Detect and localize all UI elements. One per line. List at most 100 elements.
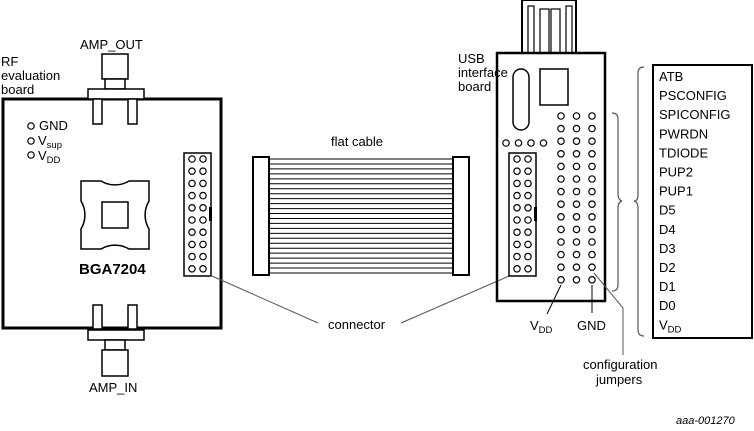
usb-interface-board bbox=[495, 51, 607, 303]
jumper-pin bbox=[588, 124, 596, 133]
jumper-pin bbox=[572, 200, 581, 209]
flat-cable-label: flat cable bbox=[331, 134, 383, 149]
jumper-function-item: D0 bbox=[659, 298, 676, 313]
header-pin bbox=[513, 240, 521, 249]
rf-power-pins: GND Vsup VDD bbox=[27, 118, 68, 166]
usb-plug-icon bbox=[521, 0, 577, 54]
usb-board-label-line3: board bbox=[458, 79, 491, 94]
connector-label: connector bbox=[328, 317, 386, 332]
jumper-pin bbox=[572, 112, 581, 120]
usb-header-key bbox=[534, 207, 537, 221]
rf-board-label-line3: board bbox=[1, 82, 34, 97]
connector-leader-left bbox=[211, 275, 319, 324]
jumper-pin bbox=[572, 263, 581, 272]
header-pin bbox=[188, 240, 196, 249]
header-pin bbox=[524, 155, 532, 163]
usb-top-pins bbox=[502, 139, 548, 147]
jumper-function-item: D3 bbox=[659, 241, 676, 256]
jumper-pin bbox=[588, 263, 596, 272]
rf-pin-label: VDD bbox=[38, 148, 61, 166]
jumper-pin bbox=[588, 250, 596, 259]
jumper-pin bbox=[572, 175, 581, 183]
jumper-pin bbox=[588, 213, 596, 221]
jumper-pin bbox=[588, 112, 596, 120]
header-pin bbox=[513, 155, 521, 163]
cable-right-plug bbox=[452, 156, 470, 276]
jumper-pin bbox=[572, 213, 581, 221]
flat-cable-wires bbox=[269, 158, 453, 274]
jumper-grid-brace bbox=[611, 112, 623, 292]
jumper-pin bbox=[572, 275, 581, 284]
usb-board-label-line2: interface bbox=[458, 65, 508, 80]
rf-header-pins bbox=[188, 155, 207, 273]
chip-package-icon bbox=[80, 180, 150, 250]
jumper-function-item: PUP2 bbox=[659, 165, 693, 180]
header-pin bbox=[188, 167, 196, 176]
jumper-pin bbox=[588, 162, 596, 171]
jumper-pin bbox=[572, 250, 581, 259]
jumper-pin bbox=[557, 250, 565, 259]
jumper-pin bbox=[588, 200, 596, 209]
jumper-function-item: SPICONFIG bbox=[659, 107, 731, 122]
jumper-pin bbox=[572, 187, 581, 196]
jumper-function-item: D4 bbox=[659, 222, 676, 237]
header-pin bbox=[513, 179, 521, 188]
header-pin bbox=[513, 167, 521, 176]
header-pin bbox=[513, 216, 521, 224]
board-pin bbox=[527, 139, 535, 147]
usb-gnd-label: GND bbox=[577, 318, 606, 333]
usb-board-label: USB interface board bbox=[458, 51, 508, 94]
jumper-pin bbox=[557, 162, 565, 171]
header-pin bbox=[524, 216, 532, 224]
header-pin bbox=[199, 167, 207, 176]
jumper-pin bbox=[588, 175, 596, 183]
jumper-function-item: D5 bbox=[659, 203, 676, 218]
header-pin bbox=[524, 228, 532, 237]
header-pin bbox=[524, 240, 532, 249]
jumper-pin bbox=[572, 137, 581, 146]
pin-vsup-icon bbox=[27, 137, 35, 145]
header-pin bbox=[199, 155, 207, 163]
rf-pin-label: GND bbox=[39, 118, 68, 133]
header-pin bbox=[188, 179, 196, 188]
chip-label: BGA7204 bbox=[79, 261, 146, 278]
amp-in-label: AMP_IN bbox=[89, 380, 137, 395]
header-pin bbox=[188, 264, 196, 273]
header-pin bbox=[524, 191, 532, 200]
board-pin bbox=[502, 139, 510, 147]
jumper-pin bbox=[557, 213, 565, 221]
jumper-function-list bbox=[652, 64, 753, 339]
connector-leader-right bbox=[400, 272, 517, 324]
jumper-pin bbox=[557, 150, 565, 158]
jumper-pin bbox=[572, 162, 581, 171]
jumper-function-item: VDD bbox=[659, 317, 682, 335]
usb-board-oval-component bbox=[512, 68, 530, 131]
jumper-pin bbox=[557, 175, 565, 183]
rf-board-label: RF evaluation board bbox=[1, 54, 60, 97]
usb-board-ic bbox=[539, 68, 569, 106]
jumper-pin bbox=[557, 124, 565, 133]
pin-vdd-icon bbox=[27, 151, 35, 159]
jumper-function-item: ATB bbox=[659, 69, 683, 84]
jumper-pin bbox=[588, 275, 596, 284]
header-pin bbox=[188, 191, 196, 200]
rf-header-connector bbox=[183, 152, 212, 277]
header-pin bbox=[524, 204, 532, 212]
amp-in-connector bbox=[87, 304, 145, 377]
rf-board-label-line2: evaluation bbox=[1, 68, 60, 83]
jumper-pin bbox=[557, 137, 565, 146]
cable-left-plug bbox=[252, 156, 270, 276]
config-jumpers-label-line1: configuration bbox=[583, 357, 657, 372]
board-pin bbox=[539, 139, 548, 147]
jumper-pin bbox=[557, 225, 565, 234]
config-jumpers-leader bbox=[593, 272, 624, 355]
jumper-function-item: PSCONFIG bbox=[659, 88, 727, 103]
rf-board-label-line1: RF bbox=[1, 54, 18, 69]
amp-out-label: AMP_OUT bbox=[80, 37, 143, 52]
header-pin bbox=[199, 252, 207, 261]
usb-header-connector bbox=[508, 152, 537, 277]
header-pin bbox=[199, 204, 207, 212]
amp-out-connector bbox=[87, 53, 145, 125]
jumper-function-item: D1 bbox=[659, 279, 676, 294]
header-pin bbox=[524, 264, 532, 273]
